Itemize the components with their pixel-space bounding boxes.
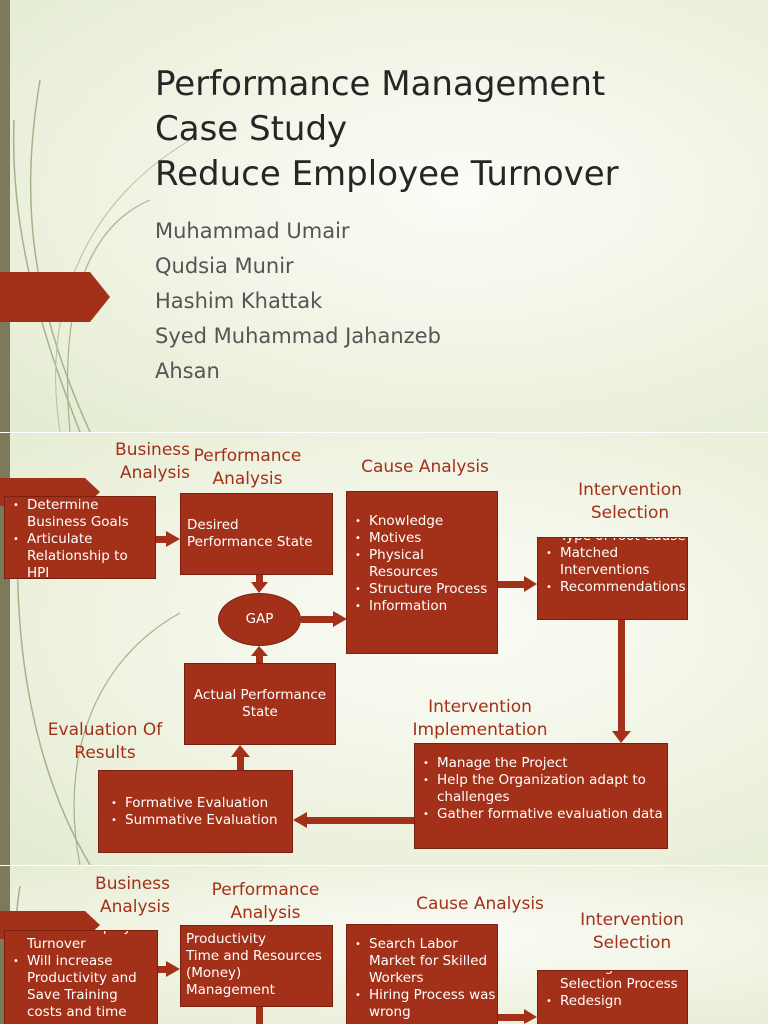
list-item: Search Labor Market for Skilled Workers (355, 936, 497, 987)
list-item: Articulate Relationship to HPI (13, 531, 151, 578)
box-line: Time and Resources (Money) Management (186, 948, 322, 998)
author-name: Muhammad Umair (155, 219, 350, 243)
author-name: Qudsia Munir (155, 254, 294, 278)
list-item: Hiring Process was wrong (355, 987, 497, 1021)
list-item: Help the Organization adapt to challenge… (423, 772, 667, 806)
slide-title: Performance Management Case Study Reduce… (155, 62, 619, 197)
business-analysis-box: Determine Business Goals Articulate Rela… (4, 496, 156, 579)
list-item: Will increase Productivity and Save Trai… (13, 953, 153, 1021)
desired-performance-box: Desired Performance State (180, 493, 333, 575)
list-item: Redesign Selection Process (546, 971, 687, 993)
actual-performance-box: Actual Performance State (184, 663, 336, 745)
list-item: Information (355, 598, 497, 615)
list-item: Summative Evaluation (111, 812, 278, 829)
intervention-selection-box: Type of root Cause Matched Interventions… (537, 537, 688, 620)
list-item: Determine Business Goals (13, 497, 151, 531)
author-name: Syed Muhammad Jahanzeb (155, 324, 441, 348)
list-item: Matched Interventions (546, 545, 687, 579)
title-line-3: Reduce Employee Turnover (155, 154, 619, 194)
list-item: Structure Process (355, 581, 497, 598)
title-line-1: Performance Management (155, 64, 606, 104)
list-item: Recommendations (546, 579, 687, 596)
gap-ellipse: GAP (218, 593, 301, 646)
title-slide: Performance Management Case Study Reduce… (0, 0, 768, 432)
performance-analysis-box: Productivity Time and Resources (Money) … (180, 925, 333, 1007)
intervention-implementation-box: Manage the Project Help the Organization… (414, 743, 668, 849)
author-name: Hashim Khattak (155, 289, 323, 313)
list-item: Formative Evaluation (111, 795, 278, 812)
cause-analysis-box: Search Labor Market for Skilled Workers … (346, 924, 498, 1024)
cause-analysis-box: Knowledge Motives Physical Resources Str… (346, 491, 498, 654)
title-line-2: Case Study (155, 109, 348, 149)
list-item: Manage the Project (423, 755, 667, 772)
list-item: Reduce Employee Turnover (13, 931, 153, 953)
list-item: Redesign (546, 993, 687, 1010)
author-list: Muhammad Umair Qudsia Munir Hashim Khatt… (155, 214, 441, 389)
evaluation-box: Formative Evaluation Summative Evaluatio… (98, 770, 293, 853)
flow-arrows (158, 961, 537, 1024)
box-line: Productivity (186, 931, 267, 947)
title-accent-arrow (0, 272, 110, 322)
intervention-selection-box: Redesign Selection Process Redesign (537, 970, 688, 1024)
list-item: Knowledge (355, 513, 497, 530)
cause-analysis-heading: Cause Analysis (416, 894, 544, 914)
slide-sidebar-bar (0, 0, 10, 432)
business-analysis-box: Reduce Employee Turnover Will increase P… (4, 930, 158, 1024)
list-item: Motives (355, 530, 497, 547)
slide-sidebar-bar (0, 433, 10, 865)
list-item: Type of root Cause (546, 538, 687, 545)
author-name: Ahsan (155, 359, 220, 383)
list-item: Gather formative evaluation data (423, 806, 667, 823)
list-item: Physical Resources (355, 547, 497, 581)
cause-analysis-heading: Cause Analysis (361, 457, 489, 477)
flow-arrows (156, 531, 631, 828)
